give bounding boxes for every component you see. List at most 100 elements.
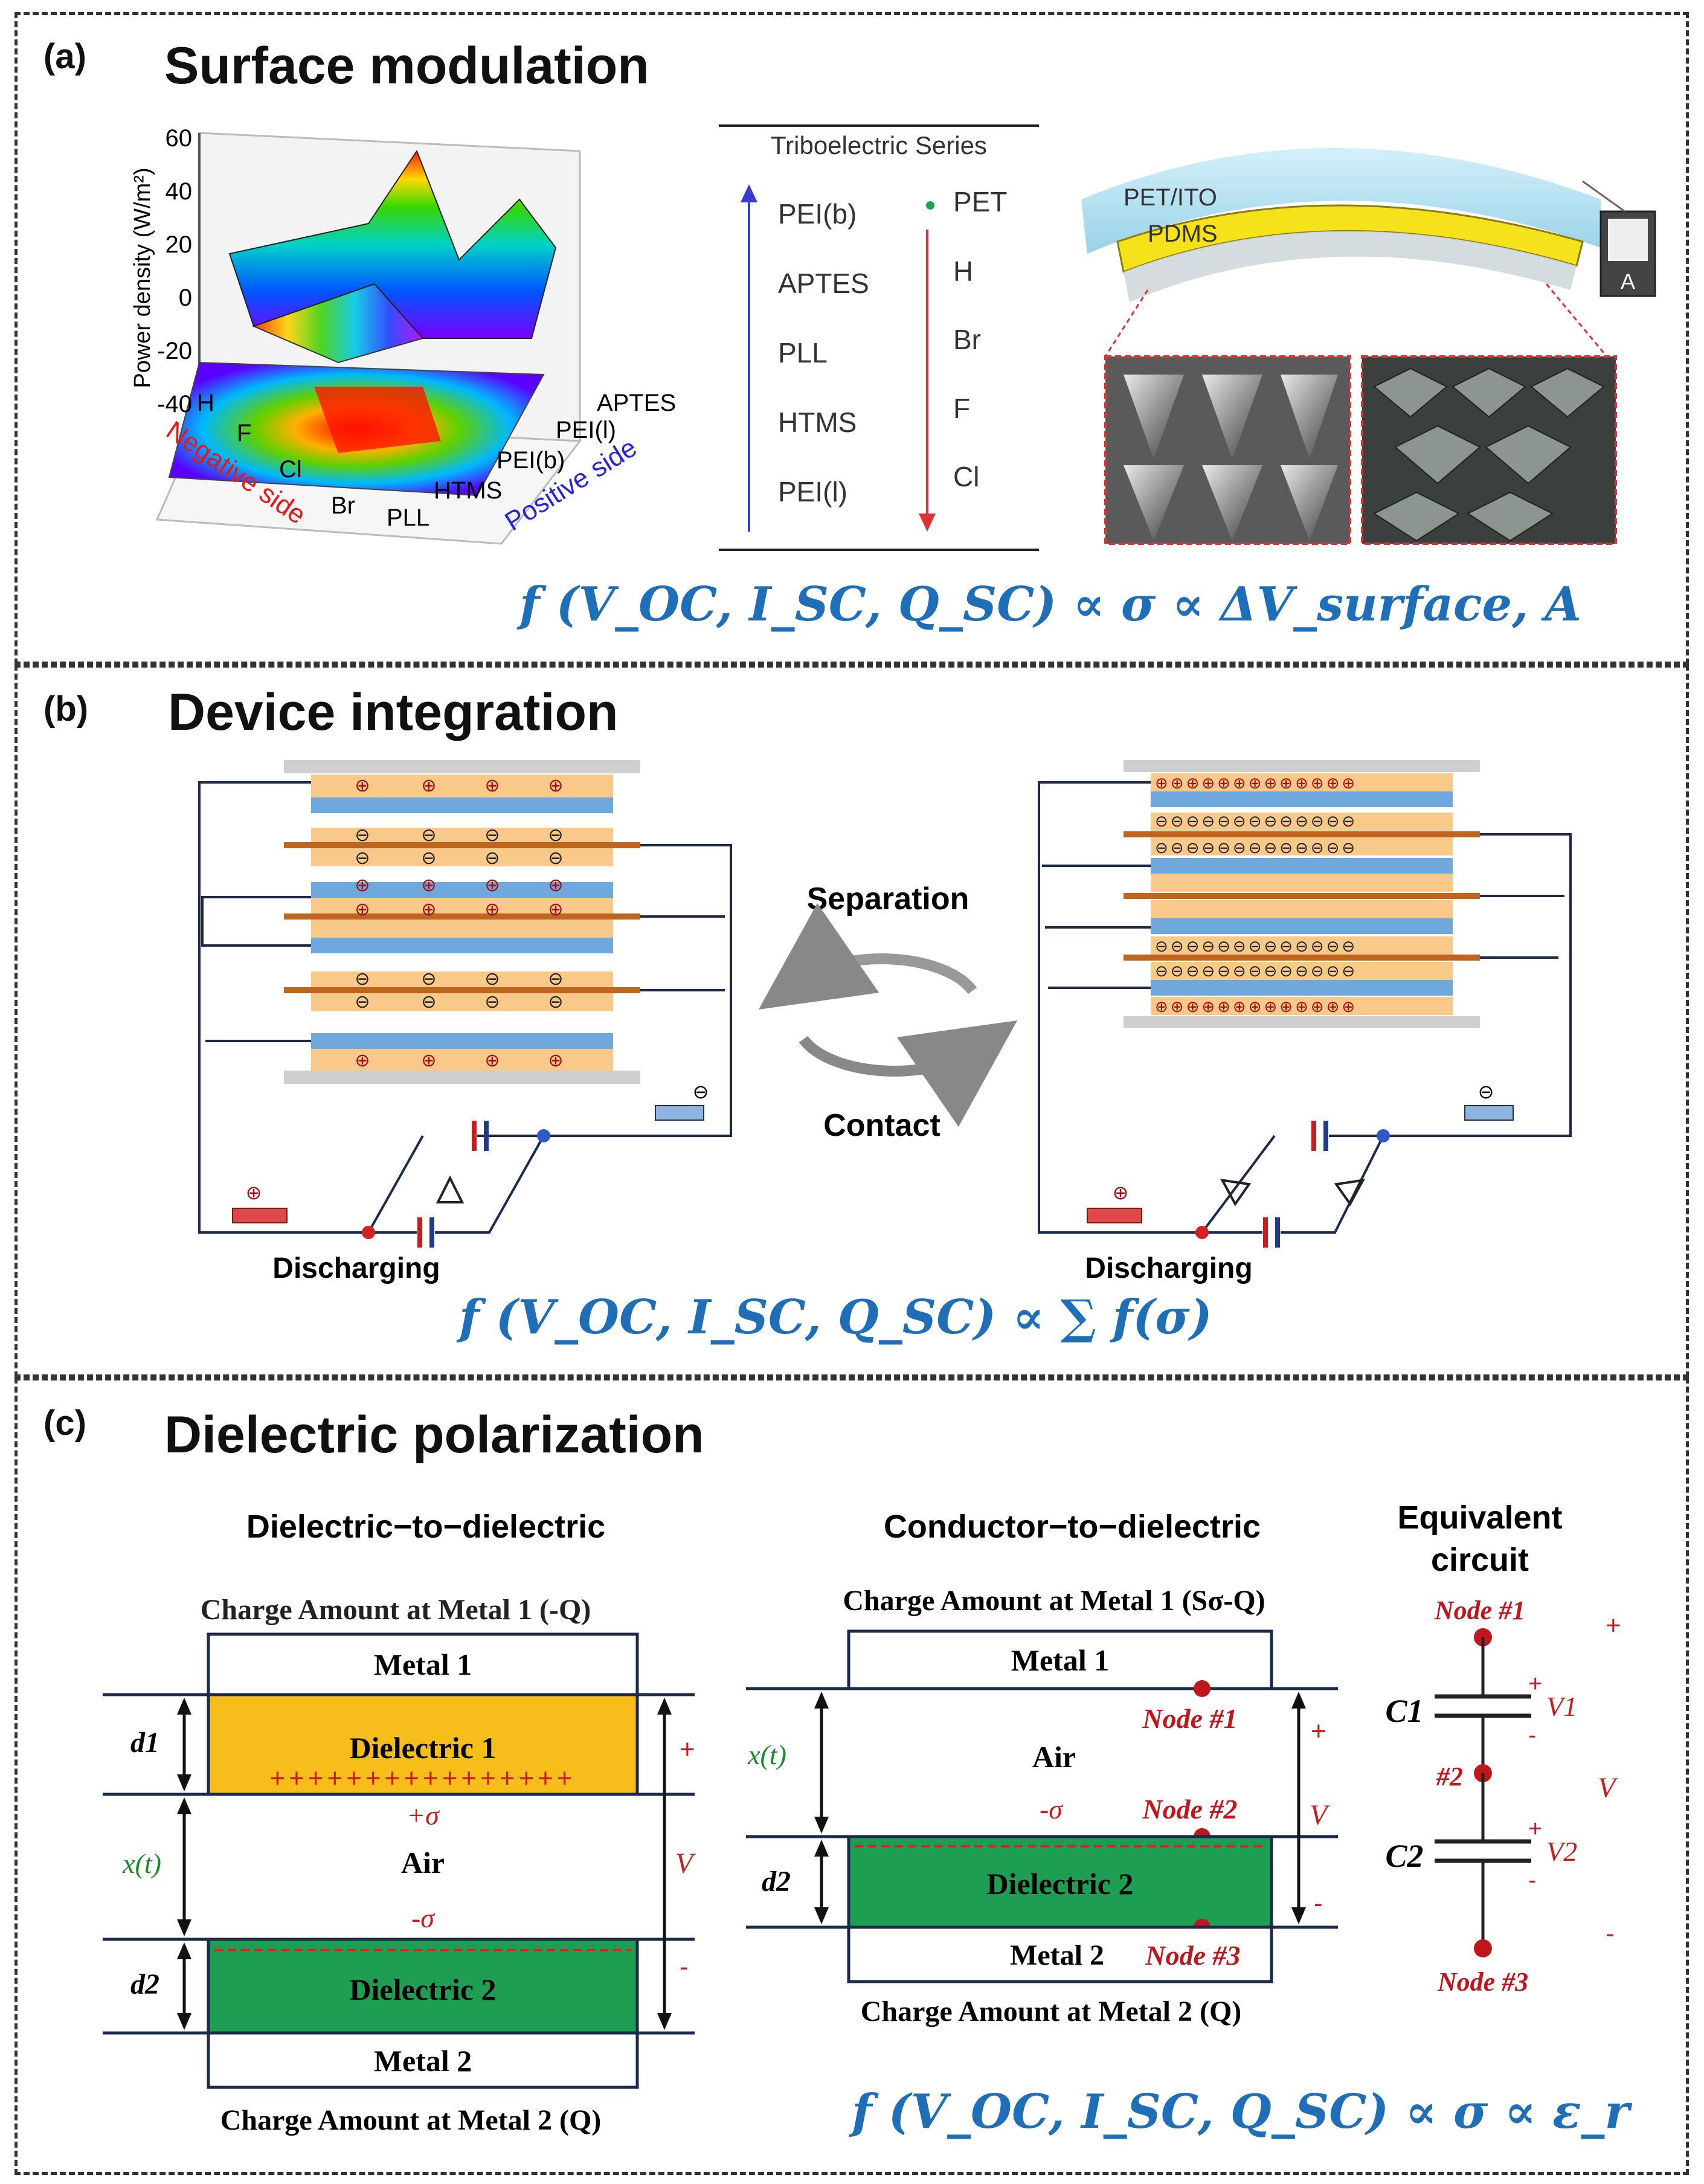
circuit-v-total: V bbox=[1598, 1772, 1618, 1804]
circuit-node3: Node #3 bbox=[1437, 1967, 1528, 1997]
d2d-plus: + bbox=[680, 1735, 695, 1764]
dot-icon bbox=[926, 201, 934, 210]
svg-text:⊕: ⊕ bbox=[484, 900, 500, 920]
electron-flow-arrow-icon bbox=[655, 1105, 704, 1121]
svg-text:⊕: ⊕ bbox=[548, 1051, 563, 1071]
positive-tick: PEI(l) bbox=[556, 417, 616, 443]
svg-text:⊖: ⊖ bbox=[484, 848, 500, 868]
c2d-air: Air bbox=[1032, 1740, 1076, 1774]
hole-flow-arrow-icon bbox=[232, 1208, 288, 1223]
circuit-plus-total: + bbox=[1606, 1611, 1621, 1640]
svg-text:⊖: ⊖ bbox=[355, 969, 370, 989]
panel-c-equation: f (V_OC, I_SC, Q_SC) ∝ σ ∝ ε_r bbox=[852, 2084, 1630, 2139]
negative-material: PET bbox=[953, 186, 1007, 217]
circuit-heading-1: Equivalent bbox=[1397, 1499, 1562, 1536]
d2d-top-charge: Charge Amount at Metal 1 (-Q) bbox=[201, 1594, 591, 1626]
capacitor-icon bbox=[417, 1121, 489, 1248]
svg-text:⊕: ⊕ bbox=[421, 875, 436, 895]
svg-text:⊖⊖⊖⊖⊖⊖⊖⊖⊖⊖⊖⊖⊖: ⊖⊖⊖⊖⊖⊖⊖⊖⊖⊖⊖⊖⊖ bbox=[1155, 937, 1357, 955]
panel-b-title: Device integration bbox=[168, 683, 619, 741]
d2d-neg-sigma: -σ bbox=[411, 1902, 436, 1933]
panel-a-label: (a) bbox=[43, 37, 86, 76]
diode-icon bbox=[1220, 1178, 1252, 1206]
c2d-heading: Conductor−to−dielectric bbox=[884, 1509, 1261, 1545]
svg-text:⊖: ⊖ bbox=[484, 992, 500, 1012]
stacked-teng-separated: ⊕⊕⊕⊕ ⊕⊕⊕⊕ ⊕⊕⊕⊕ ⊕⊕⊕⊕ ⊖⊖⊖⊖ ⊖⊖⊖⊖ ⊖⊖⊖⊖ ⊖⊖⊖⊖ bbox=[198, 760, 732, 1248]
svg-text:⊕: ⊕ bbox=[421, 776, 436, 796]
c2d-minus: - bbox=[1314, 1889, 1323, 1918]
positive-material: PLL bbox=[778, 337, 828, 369]
svg-text:⊖: ⊖ bbox=[693, 1081, 709, 1103]
circuit-heading-2: circuit bbox=[1431, 1542, 1529, 1578]
c2d-plus: + bbox=[1311, 1716, 1326, 1746]
svg-text:⊕: ⊕ bbox=[421, 900, 436, 920]
z-tick: -20 bbox=[157, 338, 192, 364]
svg-text:⊖: ⊖ bbox=[548, 825, 563, 845]
svg-text:⊕: ⊕ bbox=[1113, 1182, 1129, 1203]
svg-text:⊖: ⊖ bbox=[548, 992, 563, 1012]
d2d-metal2: Metal 2 bbox=[374, 2044, 472, 2078]
svg-text:⊕⊕⊕⊕⊕⊕⊕⊕⊕⊕⊕⊕⊕: ⊕⊕⊕⊕⊕⊕⊕⊕⊕⊕⊕⊕⊕ bbox=[1155, 997, 1357, 1016]
negative-tick: Br bbox=[331, 492, 355, 519]
positive-material: APTES bbox=[778, 268, 869, 299]
negative-material: Cl bbox=[953, 461, 979, 492]
negative-tick: Cl bbox=[279, 456, 302, 483]
d2d-dielectric1: Dielectric 1 bbox=[350, 1731, 497, 1765]
svg-text:⊕: ⊕ bbox=[355, 900, 370, 920]
circuit-c1: C1 bbox=[1385, 1693, 1423, 1729]
c2d-neg-sigma: -σ bbox=[1040, 1794, 1064, 1825]
svg-text:⊖⊖⊖⊖⊖⊖⊖⊖⊖⊖⊖⊖⊖: ⊖⊖⊖⊖⊖⊖⊖⊖⊖⊖⊖⊖⊖ bbox=[1155, 962, 1357, 980]
panel-c bbox=[14, 1377, 1689, 2175]
hole-flow-arrow-icon bbox=[1087, 1208, 1142, 1223]
positive-tick: APTES bbox=[597, 390, 676, 416]
z-tick: 60 bbox=[166, 125, 193, 152]
d2d-v: V bbox=[675, 1847, 696, 1880]
svg-text:⊖: ⊖ bbox=[421, 848, 436, 868]
diode-icon bbox=[436, 1175, 465, 1203]
separation-contact-cycle: Separation Contact bbox=[758, 881, 1018, 1143]
dielectric-to-dielectric-diagram: Charge Amount at Metal 1 (-Q) Metal 1 Di… bbox=[103, 1594, 696, 2136]
conductor-to-dielectric-diagram: Charge Amount at Metal 1 (Sσ-Q) Metal 1 … bbox=[746, 1585, 1338, 2028]
c2d-d2: d2 bbox=[762, 1866, 791, 1898]
circuit-v1: V1 bbox=[1546, 1691, 1577, 1722]
ammeter-label: A bbox=[1621, 269, 1635, 294]
d2d-xt: x(t) bbox=[122, 1848, 161, 1879]
c2d-top-charge: Charge Amount at Metal 1 (Sσ-Q) bbox=[843, 1585, 1265, 1617]
electron-flow-arrow-icon bbox=[1464, 1105, 1514, 1121]
svg-text:⊕: ⊕ bbox=[548, 875, 563, 895]
svg-text:++++++++++++++++: ++++++++++++++++ bbox=[269, 1764, 576, 1793]
circuit-minus-total: - bbox=[1606, 1919, 1615, 1948]
svg-text:⊖: ⊖ bbox=[1478, 1081, 1494, 1103]
circuit-c2: C2 bbox=[1385, 1838, 1423, 1874]
z-tick: 40 bbox=[166, 178, 193, 205]
svg-text:⊕: ⊕ bbox=[421, 1051, 436, 1071]
svg-text:⊖: ⊖ bbox=[421, 969, 436, 989]
c2d-bottom-charge: Charge Amount at Metal 2 (Q) bbox=[861, 1996, 1242, 2028]
c2d-node1: Node #1 bbox=[1142, 1703, 1237, 1734]
diode-icon bbox=[1334, 1178, 1366, 1206]
d2d-air: Air bbox=[401, 1846, 445, 1880]
capacitor-icon bbox=[1263, 1121, 1328, 1248]
svg-text:⊕: ⊕ bbox=[355, 875, 370, 895]
svg-text:⊕: ⊕ bbox=[355, 776, 370, 796]
svg-text:⊖: ⊖ bbox=[355, 848, 370, 868]
z-tick: 0 bbox=[179, 285, 192, 311]
svg-text:⊖: ⊖ bbox=[421, 825, 436, 845]
panel-a bbox=[14, 12, 1689, 665]
svg-text:⊕: ⊕ bbox=[484, 875, 500, 895]
positive-material: PEI(l) bbox=[778, 476, 847, 507]
positive-material: HTMS bbox=[778, 407, 857, 438]
stacked-teng-contacted: ⊕⊕⊕⊕⊕⊕⊕⊕⊕⊕⊕⊕⊕ ⊕⊕⊕⊕⊕⊕⊕⊕⊕⊕⊕⊕⊕ ⊖⊖⊖⊖⊖⊖⊖⊖⊖⊖⊖⊖… bbox=[1038, 760, 1572, 1248]
negative-tick: F bbox=[237, 420, 251, 446]
d2d-pos-sigma: +σ bbox=[407, 1800, 440, 1831]
c2d-dielectric2: Dielectric 2 bbox=[987, 1867, 1134, 1901]
svg-text:⊕: ⊕ bbox=[484, 1051, 500, 1071]
triboelectric-series: Triboelectric Series PEI(b) APTES PLL HT… bbox=[719, 124, 1039, 551]
svg-text:⊖: ⊖ bbox=[421, 992, 436, 1012]
node-1-dot bbox=[1194, 1680, 1210, 1697]
z-axis-label: Power density (W/m²) bbox=[130, 167, 155, 388]
svg-text:⊕: ⊕ bbox=[355, 1051, 370, 1071]
negative-material: H bbox=[953, 256, 973, 287]
panel-b-equation: f (V_OC, I_SC, Q_SC) ∝ ∑ f(σ) bbox=[459, 1290, 1212, 1345]
